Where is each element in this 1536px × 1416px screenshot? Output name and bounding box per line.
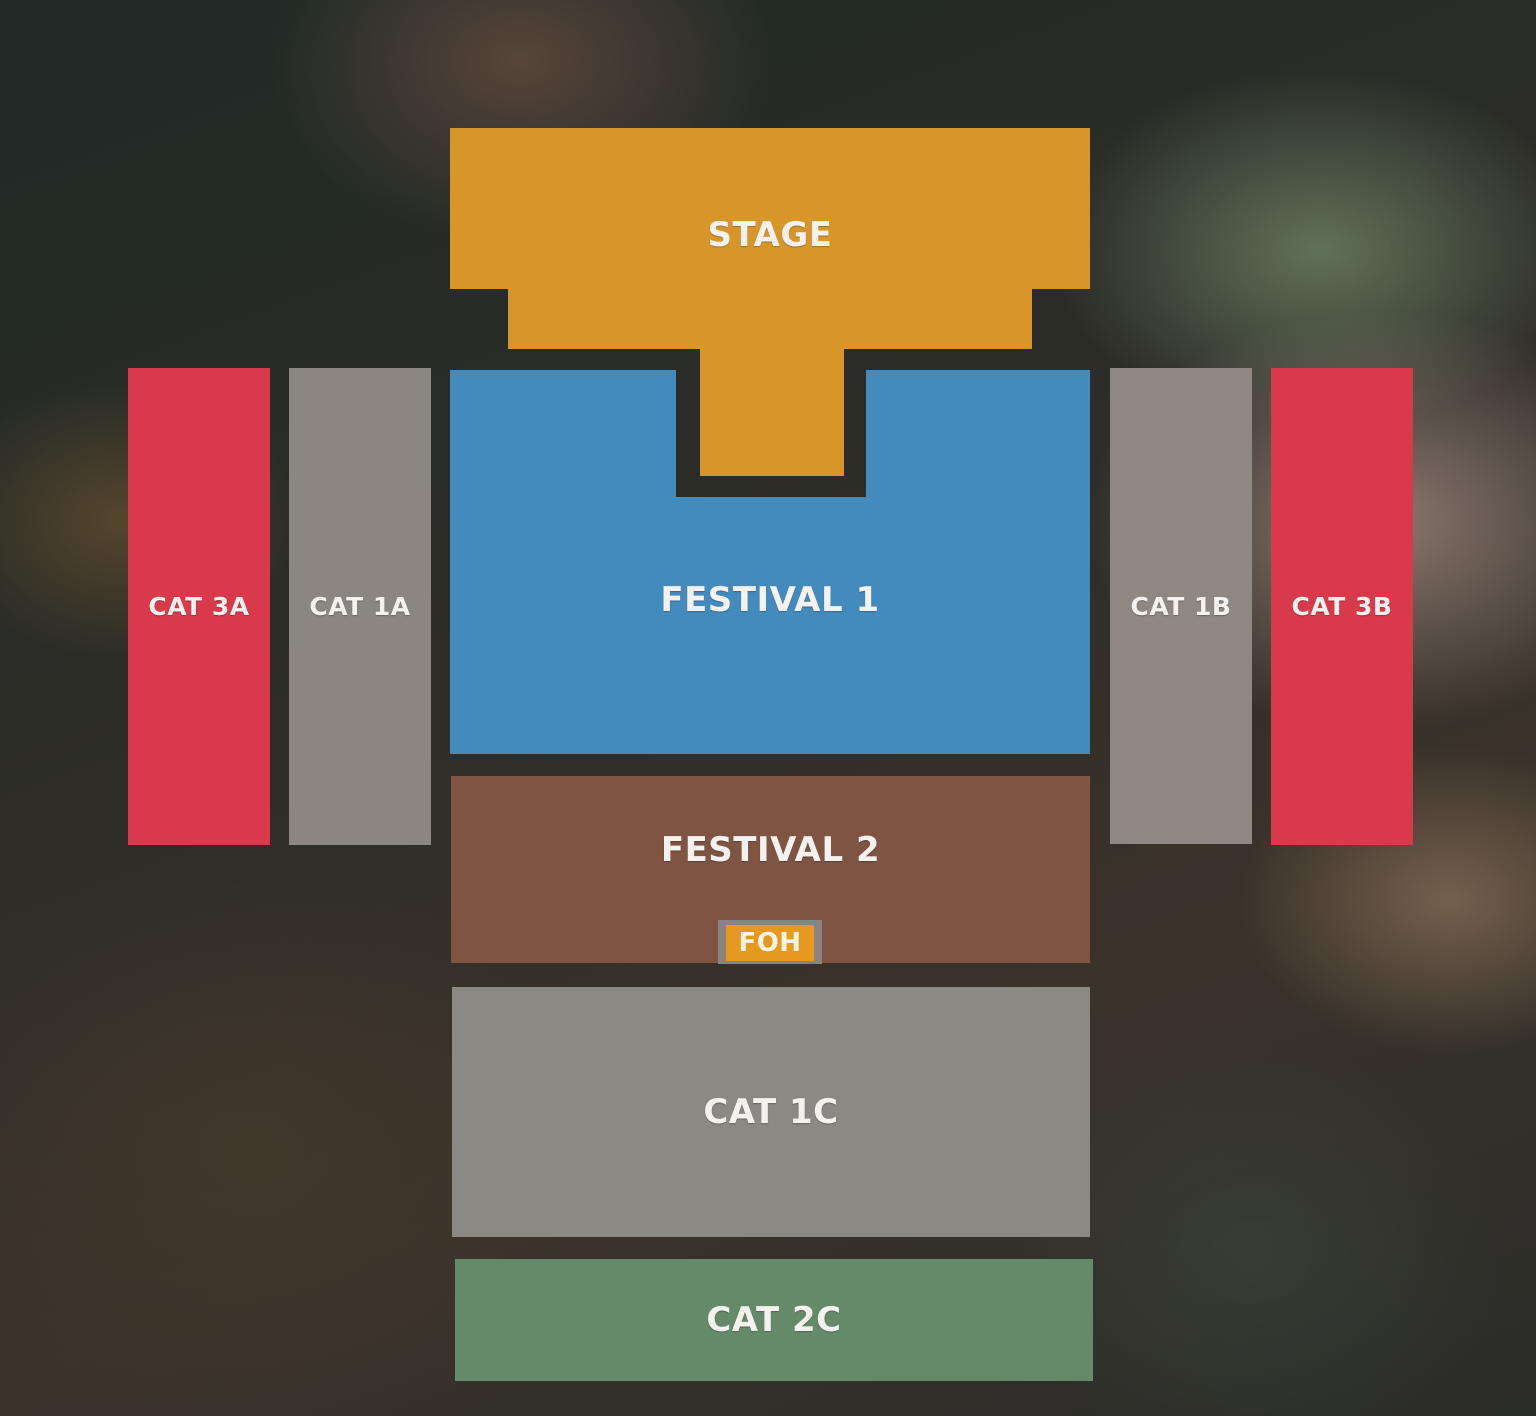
cat-1c-section[interactable]: CAT 1C [452,987,1090,1237]
cat-3a-section[interactable]: CAT 3A [128,368,270,845]
festival-2-label: FESTIVAL 2 [660,830,881,870]
festival-1-section[interactable] [450,370,1090,754]
foh-marker: FOH [718,920,822,964]
cat-1a-label: CAT 1A [309,592,411,621]
stage-shape [450,128,1090,476]
cat-2c-label: CAT 2C [706,1300,842,1340]
festival-1-shape [450,370,1090,754]
cat-1b-section[interactable]: CAT 1B [1110,368,1252,844]
cat-3a-label: CAT 3A [148,592,250,621]
cat-3b-section[interactable]: CAT 3B [1271,368,1413,845]
stage-section[interactable] [450,128,1090,476]
stage-label: STAGE [450,210,1090,260]
cat-1b-label: CAT 1B [1130,591,1232,621]
stage-text: STAGE [707,215,833,255]
cat-1c-label: CAT 1C [703,1092,839,1132]
cat-2c-section[interactable]: CAT 2C [455,1259,1093,1381]
festival-1-text: FESTIVAL 1 [660,580,880,620]
festival-1-label: FESTIVAL 1 [450,575,1090,625]
cat-1a-section[interactable]: CAT 1A [289,368,431,845]
cat-3b-label: CAT 3B [1291,592,1393,621]
foh-label: FOH [726,925,814,961]
